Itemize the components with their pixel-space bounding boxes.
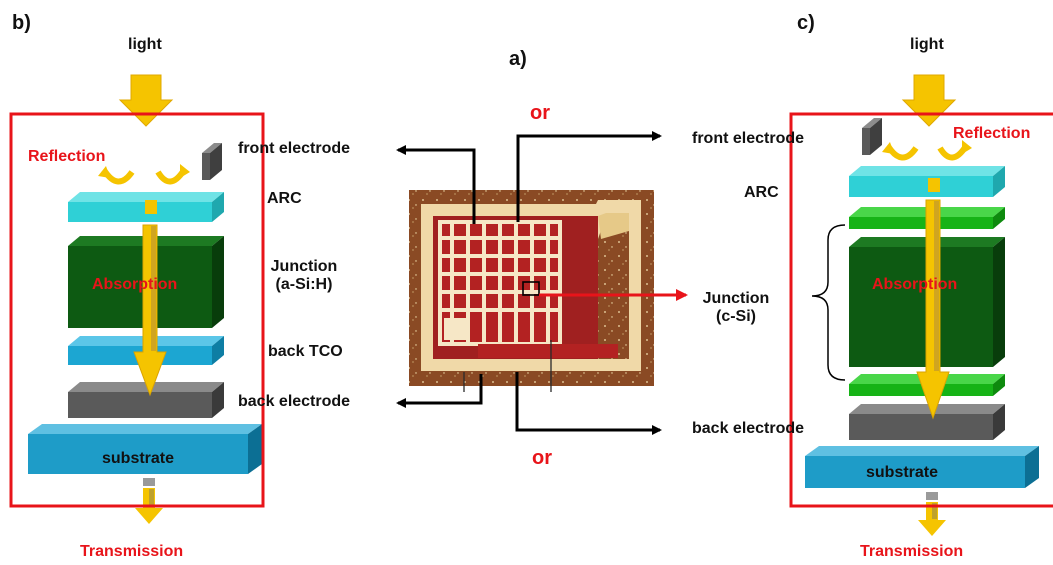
arrow-back-electrode-left [396, 374, 483, 408]
left-stack-graphics [9, 74, 265, 524]
right-arc-label: ARC [744, 184, 779, 201]
left-reflection-label: Reflection [28, 148, 106, 165]
right-transmission-label: Transmission [860, 543, 964, 560]
arrow-back-electrode-right [515, 372, 662, 435]
left-absorption-label: Absorption [92, 276, 178, 293]
left-light-label: light [128, 36, 162, 53]
left-substrate-layer [28, 434, 248, 474]
right-light-label: light [910, 36, 944, 53]
right-stack-graphics [789, 74, 1053, 536]
right-substrate-layer [805, 456, 1025, 488]
left-front-electrode-label: front electrode [238, 140, 351, 157]
right-junction-block [849, 247, 993, 367]
right-bottom-green-layer [849, 384, 993, 396]
left-back-electrode-label: back electrode [238, 393, 351, 410]
left-absorption-arrow [133, 224, 167, 397]
panel-b-tag: b) [12, 12, 31, 34]
right-junction-label-line1: Junction [702, 290, 770, 307]
left-arc-layer [68, 202, 212, 222]
right-front-electrode-label: front electrode [692, 130, 805, 147]
right-junction-label: Junction (c-Si) [700, 290, 772, 327]
left-junction-label-line2: (a-Si:H) [275, 276, 333, 294]
left-light-arrow [118, 74, 174, 127]
connector-arrows [396, 131, 688, 435]
right-reflection-label: Reflection [953, 125, 1031, 142]
left-panel-frame [9, 112, 265, 508]
arrow-front-electrode-left [396, 145, 476, 224]
left-arc-label: ARC [267, 190, 302, 207]
right-absorption-label: Absorption [872, 276, 958, 293]
right-absorption-arrow [916, 199, 950, 420]
arrow-front-electrode-right [516, 131, 662, 222]
right-arc-layer [849, 176, 993, 197]
left-back-tco-label: back TCO [268, 343, 343, 360]
or-label-bottom: or [532, 447, 552, 469]
panel-c-tag: c) [797, 12, 815, 34]
left-junction-block [68, 246, 212, 328]
right-substrate-label: substrate [866, 464, 939, 481]
right-junction-label-line2: (c-Si) [716, 308, 756, 326]
left-junction-label-line1: Junction [270, 258, 338, 275]
right-panel-frame [789, 112, 1053, 508]
right-front-electrode-chip [862, 128, 870, 155]
right-back-electrode-layer [849, 414, 993, 440]
left-back-electrode-layer [68, 392, 212, 418]
right-top-green-layer [849, 217, 993, 229]
left-front-electrode-chip [202, 153, 210, 180]
or-label-top: or [530, 102, 550, 124]
right-light-arrow [901, 74, 957, 127]
center-device-photo [409, 190, 654, 392]
left-junction-label: Junction (a-Si:H) [268, 258, 340, 295]
left-substrate-label: substrate [102, 450, 175, 467]
right-back-electrode-label: back electrode [692, 420, 805, 437]
left-transmission-label: Transmission [80, 543, 184, 560]
junction-bracket [811, 224, 846, 381]
zoom-marker-box [522, 281, 540, 296]
panel-a-tag: a) [509, 48, 527, 70]
